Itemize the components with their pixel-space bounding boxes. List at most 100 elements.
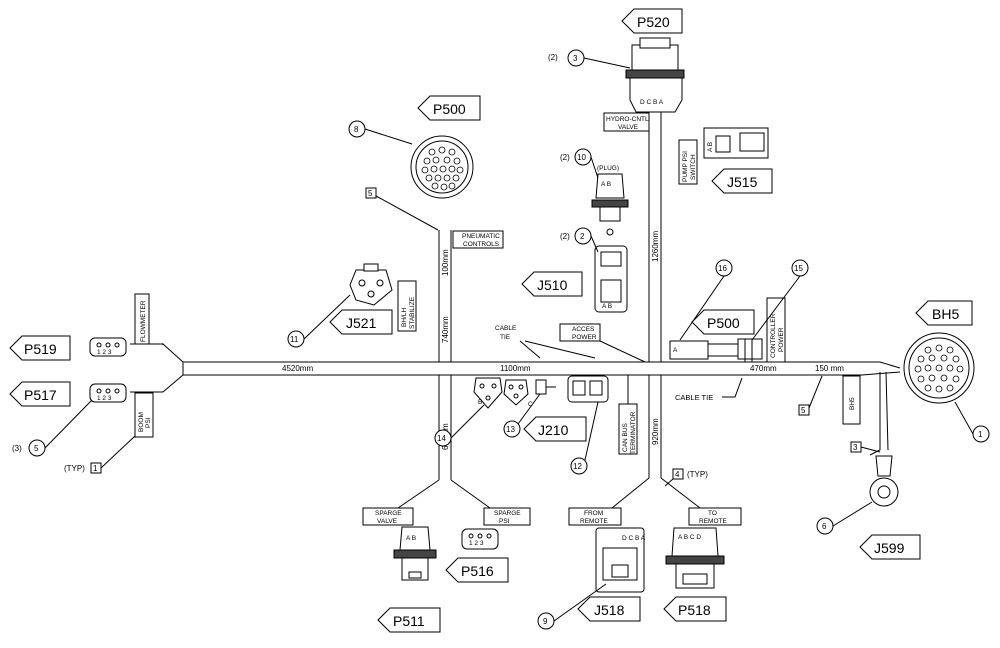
svg-text:J515: J515 <box>727 174 758 190</box>
tag-j521: J521 <box>329 309 393 335</box>
svg-text:1 2 3: 1 2 3 <box>97 395 112 402</box>
connector-13: C <box>503 379 556 408</box>
svg-text:16: 16 <box>718 264 727 273</box>
svg-text:6: 6 <box>822 522 827 531</box>
dim-mid: 1100mm <box>500 364 531 373</box>
svg-text:3: 3 <box>573 54 578 63</box>
svg-text:SPARGE: SPARGE <box>494 510 521 517</box>
svg-text:P500: P500 <box>433 101 466 117</box>
svg-text:A B: A B <box>707 142 714 152</box>
tag-j599: J599 <box>859 534 921 560</box>
dim-p520-drop: 1260mm <box>651 231 660 262</box>
dim-main-left: 4520mm <box>282 364 313 373</box>
tag-p516: P516 <box>445 557 509 583</box>
label-sparge-valve: SPARGE VALVE <box>362 507 414 526</box>
svg-text:(2): (2) <box>560 232 570 241</box>
callout-14: 14 <box>434 404 485 447</box>
svg-text:VALVE: VALVE <box>377 518 398 525</box>
svg-text:J599: J599 <box>874 540 905 556</box>
boxed-ref-5-top: 5 <box>365 187 439 231</box>
svg-text:TO: TO <box>708 510 717 517</box>
svg-text:P517: P517 <box>24 387 57 403</box>
p516-connector: 1 2 3 <box>461 528 499 550</box>
svg-text:POWER: POWER <box>572 334 597 341</box>
svg-text:PNEUMATIC: PNEUMATIC <box>462 233 500 240</box>
svg-text:CABLE TIE: CABLE TIE <box>675 393 713 402</box>
callout-9: 9 <box>537 583 607 630</box>
callout-13: 13 <box>503 393 541 438</box>
svg-text:J210: J210 <box>538 422 569 438</box>
tag-bh5: BH5 <box>915 300 973 326</box>
label-to-remote: TO REMOTE <box>688 507 742 526</box>
p519-connector: 1 2 3 <box>89 337 127 357</box>
svg-text:J510: J510 <box>537 277 568 293</box>
p520-connector: D C B A <box>625 37 685 113</box>
svg-text:14: 14 <box>437 434 446 443</box>
svg-text:13: 13 <box>506 425 515 434</box>
svg-text:BH5: BH5 <box>849 397 856 410</box>
dim-p500-drop: 100mm <box>441 249 450 276</box>
label-hydro-valve: HYDRO-CNTL VALVE <box>603 112 650 132</box>
svg-text:1: 1 <box>978 430 983 439</box>
svg-text:A B: A B <box>601 181 611 188</box>
tag-j210: J210 <box>523 416 587 442</box>
svg-text:D C B A: D C B A <box>622 535 646 542</box>
svg-text:P500: P500 <box>707 315 740 331</box>
label-boom-psi: BOOM PSI <box>134 392 154 438</box>
svg-text:C: C <box>528 401 533 408</box>
svg-text:10: 10 <box>577 153 586 162</box>
p500-round-connector <box>410 135 474 199</box>
label-bh5-wire: BH5 <box>842 375 861 425</box>
svg-text:P511: P511 <box>393 613 425 629</box>
svg-text:15: 15 <box>794 264 803 273</box>
svg-text:CAN BUS: CAN BUS <box>622 422 629 452</box>
callout-8: 8 <box>348 120 413 145</box>
p500-inline-connector: A <box>669 338 763 362</box>
tag-p517: P517 <box>9 381 71 407</box>
svg-text:TERMINATOR: TERMINATOR <box>630 411 637 454</box>
svg-text:SPARGE: SPARGE <box>375 510 402 517</box>
svg-text:2: 2 <box>580 232 585 241</box>
svg-text:1 2 3: 1 2 3 <box>97 349 112 356</box>
callout-10: (2) 10 <box>560 148 599 179</box>
svg-text:4: 4 <box>675 470 680 479</box>
svg-text:SWITCH: SWITCH <box>690 154 697 180</box>
svg-text:B: B <box>478 399 482 406</box>
svg-text:J521: J521 <box>346 315 377 331</box>
svg-text:POWER: POWER <box>778 327 785 352</box>
svg-text:CONTROLLER: CONTROLLER <box>770 313 777 358</box>
boxed-ref-4: 4 (TYP) <box>664 468 708 487</box>
svg-text:5: 5 <box>368 189 373 198</box>
svg-text:(2): (2) <box>548 53 558 62</box>
label-acces-power: ACCES POWER <box>559 323 646 363</box>
p517-connector: 1 2 3 <box>89 383 127 403</box>
j510-connector: A B <box>594 245 628 313</box>
svg-text:5: 5 <box>34 444 39 453</box>
p500-drop <box>397 230 491 509</box>
label-pneumatic-controls: PNEUMATIC CONTROLS <box>452 230 504 249</box>
p518-connector: A B C D <box>665 527 725 589</box>
connector-12 <box>567 375 609 403</box>
svg-text:(TYP): (TYP) <box>687 470 708 479</box>
svg-text:REMOTE: REMOTE <box>699 518 727 525</box>
svg-text:9: 9 <box>543 617 548 626</box>
tag-p511: P511 <box>377 607 441 633</box>
tag-p500-right: P500 <box>691 309 755 335</box>
j518-connector: D C B A <box>595 527 646 593</box>
svg-text:A B: A B <box>406 535 416 542</box>
svg-text:12: 12 <box>573 462 582 471</box>
label-pump-psi: PUMP PSI SWITCH <box>678 139 698 185</box>
svg-text:P516: P516 <box>461 563 494 579</box>
plug-connector: (PLUG) A B <box>591 165 629 236</box>
j599-ring-terminal <box>869 371 899 507</box>
svg-text:P518: P518 <box>678 602 711 618</box>
svg-text:1: 1 <box>93 464 98 473</box>
boxed-ref-1: (TYP) 1 <box>64 435 136 474</box>
svg-text:BH/LH: BH/LH <box>401 308 408 327</box>
dim-right: 470mm <box>750 364 777 373</box>
tag-j510: J510 <box>521 271 583 297</box>
callout-16: 16 <box>679 259 733 341</box>
svg-text:3: 3 <box>853 443 858 452</box>
svg-text:BH5: BH5 <box>932 306 959 322</box>
label-cable-tie-bottom: CABLE TIE <box>675 377 743 402</box>
